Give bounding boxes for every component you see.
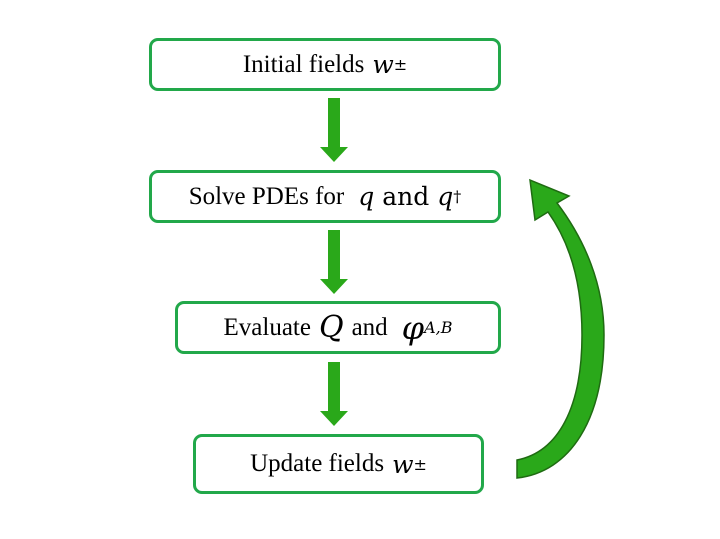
down-arrow-3 [320,362,348,426]
symbol-w-2: w [392,449,414,479]
symbol-script-q: Q [318,310,344,345]
step-initial-label: Initial fields [242,50,365,78]
phi-sub: A,B [424,318,453,337]
dagger-sup: † [453,187,462,206]
symbol-q: q [358,182,375,211]
step-initial-fields: Initial fields w± [149,38,501,91]
down-arrow-1 [320,98,348,162]
loop-back-arrow [516,178,605,479]
step-evaluate-label: Evaluate [223,313,311,341]
symbol-phi: φ [401,308,425,347]
symbol-pm-sub-2: ± [413,454,427,474]
conj-and: and [382,182,430,211]
step-solve-pdes: Solve PDEs for q and q† [149,170,501,223]
step-update-label: Update fields [250,450,385,477]
step-update-fields: Update fields w± [193,434,484,494]
symbol-pm-sub: ± [393,55,408,74]
step-solve-label: Solve PDEs for [188,182,345,210]
conj-and-2: and [351,313,388,341]
down-arrow-2 [320,230,348,294]
symbol-q-dagger: q [437,182,454,211]
symbol-w: w [372,50,394,79]
